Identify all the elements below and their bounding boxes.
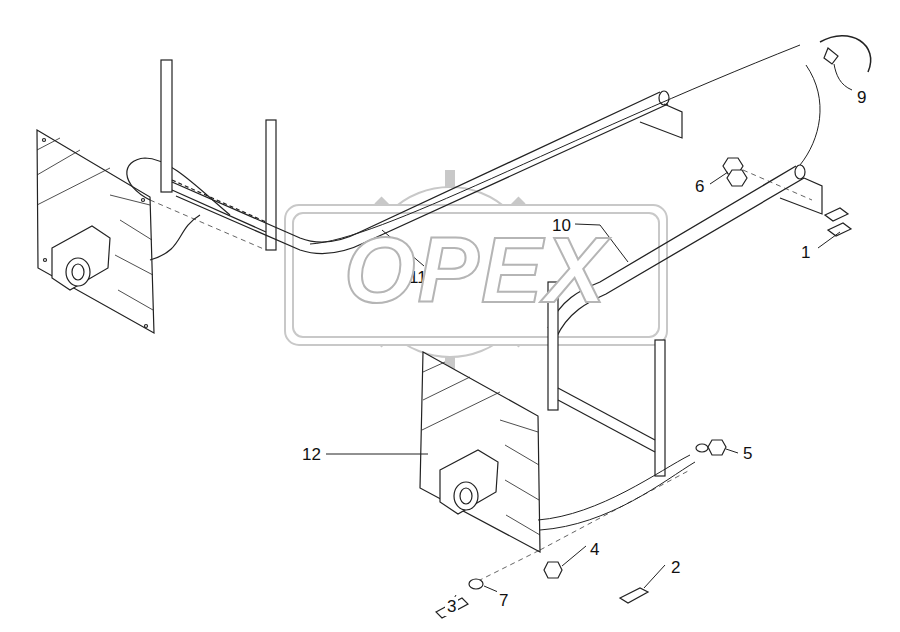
callout-number: 5: [741, 444, 754, 463]
callout-number: 3: [445, 597, 458, 616]
leader-lines: [326, 64, 852, 605]
watermark: OPEX: [344, 224, 608, 316]
callout-number: 6: [693, 177, 706, 196]
frame-and-plates: [37, 36, 871, 618]
watermark-frame: [285, 170, 667, 374]
callout-number: 2: [669, 558, 682, 577]
callout-number: 12: [300, 445, 323, 464]
callout-number: 4: [588, 540, 601, 559]
callout-number: 7: [497, 591, 510, 610]
callout-number: 9: [855, 88, 868, 107]
callout-number: 1: [799, 243, 812, 262]
